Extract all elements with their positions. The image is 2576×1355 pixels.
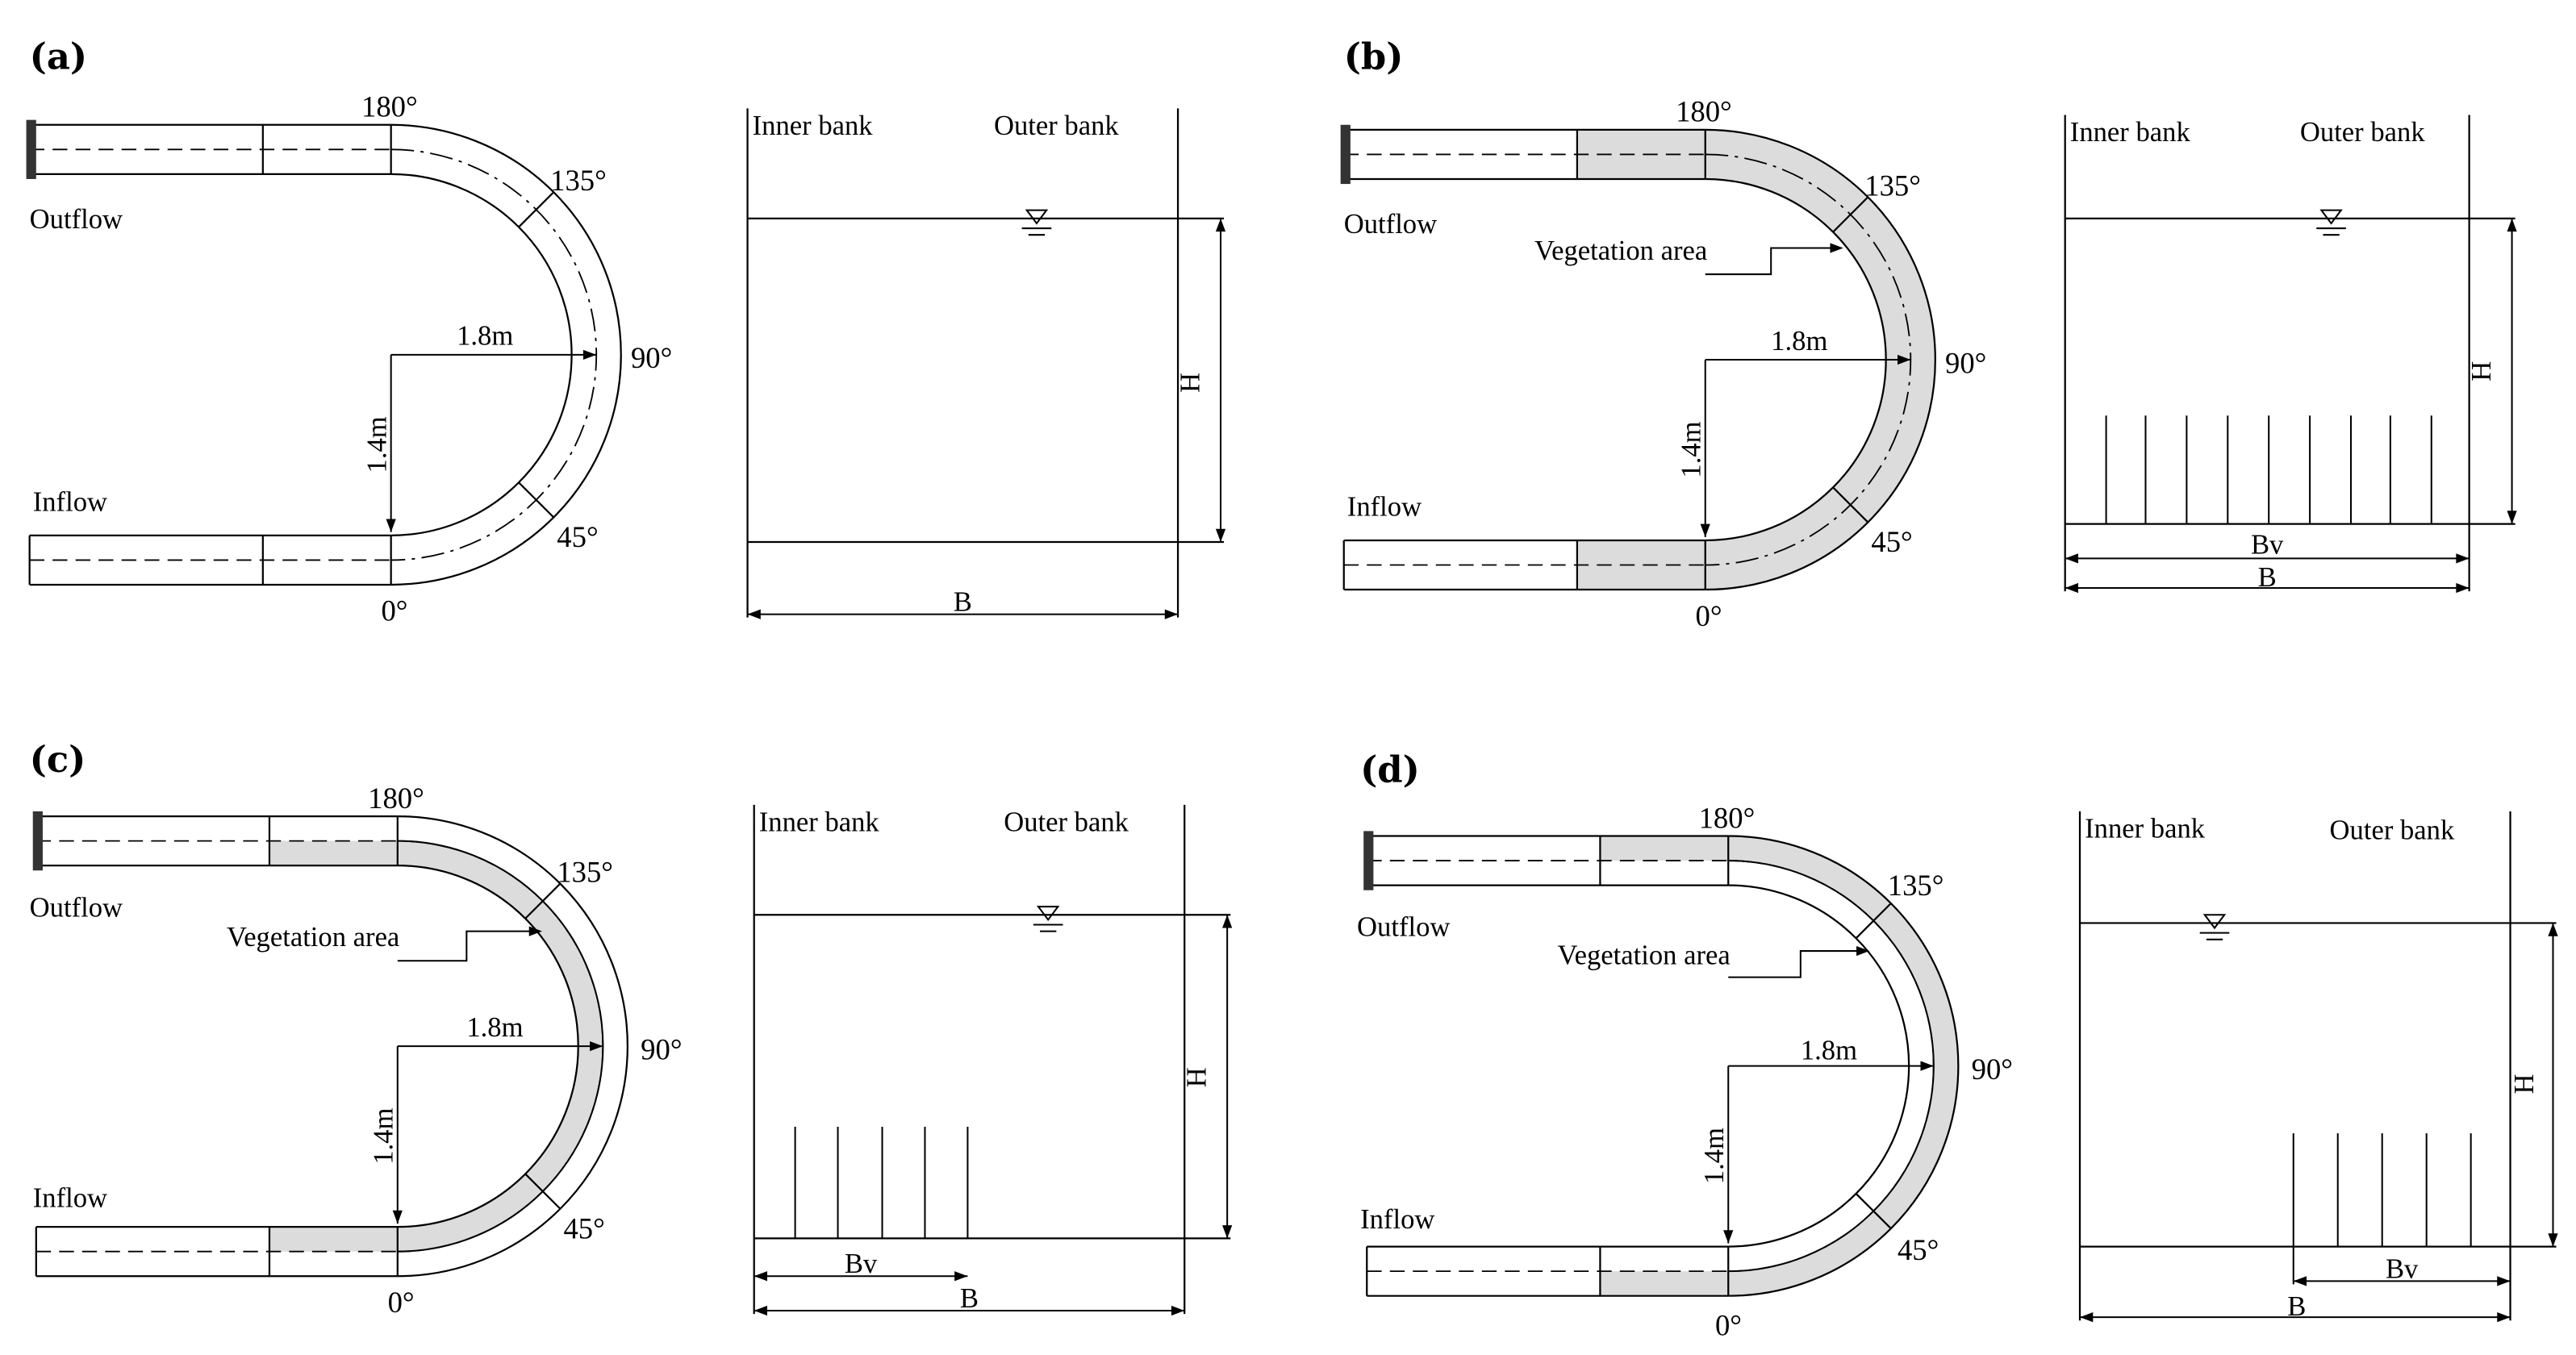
depth-label: H: [1182, 1067, 1213, 1087]
cross-section: Inner bank Outer bank H Bv B: [2064, 115, 2517, 594]
angle-180-label: 180°: [368, 782, 424, 815]
veg-width-label: Bv: [2386, 1253, 2419, 1284]
radius-horizontal-label: 1.8m: [457, 321, 513, 352]
outflow-label: Outflow: [1357, 912, 1450, 943]
angle-45-label: 45°: [1871, 525, 1912, 558]
angle-180-label: 180°: [1676, 95, 1732, 128]
panel-label: (a): [30, 35, 87, 78]
angle-45-label: 45°: [1898, 1233, 1939, 1266]
angle-0-label: 0°: [1715, 1309, 1742, 1342]
inner-bank-label: Inner bank: [2070, 117, 2191, 148]
panel-c: (c) 180° 135° 90° 45° 0° Outflow Inflow …: [30, 738, 1233, 1319]
outer-bank-label: Outer bank: [2300, 117, 2425, 148]
outer-bank-label: Outer bank: [1004, 807, 1129, 837]
angle-45-label: 45°: [557, 520, 598, 553]
angle-45-label: 45°: [563, 1211, 604, 1245]
width-label: B: [954, 587, 972, 618]
cross-section: Inner bank Outer bank H Bv B: [2078, 811, 2558, 1323]
panel-b: (b) 180° 135° 90° 45° 0° Outflow Inflow …: [1339, 35, 2517, 632]
radius-vertical-label: 1.4m: [1699, 1128, 1730, 1184]
veg-width-label: Bv: [845, 1249, 878, 1279]
angle-180-label: 180°: [361, 90, 418, 123]
angle-90-label: 90°: [631, 341, 672, 374]
radius-vertical-label: 1.4m: [362, 416, 393, 473]
inner-bank-label: Inner bank: [759, 807, 880, 837]
inflow-label: Inflow: [1347, 491, 1422, 522]
angle-135-label: 135°: [1888, 869, 1944, 902]
angle-135-label: 135°: [550, 164, 607, 197]
angle-90-label: 90°: [1945, 346, 1986, 379]
depth-label: H: [1175, 373, 1206, 393]
width-label: B: [960, 1283, 979, 1314]
panel-label: (b): [1344, 35, 1404, 78]
outflow-label: Outflow: [30, 204, 123, 235]
cross-section: Inner bank Outer bank H B: [746, 108, 1226, 619]
angle-0-label: 0°: [388, 1286, 415, 1319]
inner-bank-label: Inner bank: [753, 110, 874, 141]
outflow-label: Outflow: [1344, 209, 1437, 240]
plan-view: 180° 135° 90° 45° 0° Outflow Inflow 1.8m…: [25, 90, 672, 627]
panel-label: (c): [30, 738, 86, 781]
panel-a: (a) 180° 135° 90° 45° 0° Outflow Inflow …: [25, 35, 1226, 627]
vegetation-stems: [2292, 1133, 2472, 1285]
panel-label: (d): [1360, 748, 1420, 790]
vegetation-stems: [2105, 415, 2432, 524]
radius-vertical-label: 1.4m: [1676, 421, 1707, 477]
inflow-label: Inflow: [33, 486, 107, 517]
inflow-label: Inflow: [33, 1183, 107, 1214]
panel-d: (d) 180° 135° 90° 45° 0° Outflow Inflow …: [1357, 748, 2558, 1342]
inner-bank-label: Inner bank: [2085, 814, 2206, 844]
angle-135-label: 135°: [1864, 169, 1921, 202]
plan-view: 180° 135° 90° 45° 0° Outflow Inflow 1.8m…: [1339, 95, 1986, 632]
angle-0-label: 0°: [381, 594, 407, 627]
radius-horizontal-label: 1.8m: [466, 1012, 523, 1043]
vegetation-stems: [794, 1126, 969, 1239]
angle-180-label: 180°: [1699, 801, 1756, 834]
angle-135-label: 135°: [557, 856, 613, 889]
cross-section: Inner bank Outer bank H Bv B: [753, 804, 1233, 1316]
radius-vertical-label: 1.4m: [369, 1108, 399, 1165]
plan-view: 180° 135° 90° 45° 0° Outflow Inflow 1.8m…: [30, 782, 683, 1319]
angle-0-label: 0°: [1696, 599, 1722, 632]
radius-horizontal-label: 1.8m: [1771, 326, 1827, 356]
width-label: B: [2287, 1291, 2306, 1322]
radius-horizontal-label: 1.8m: [1801, 1035, 1857, 1065]
angle-90-label: 90°: [1972, 1053, 2013, 1086]
width-label: B: [2258, 562, 2277, 593]
inflow-label: Inflow: [1360, 1204, 1434, 1235]
outflow-label: Outflow: [30, 892, 123, 923]
depth-label: H: [2466, 361, 2497, 381]
plan-view: 180° 135° 90° 45° 0° Outflow Inflow 1.8m…: [1357, 801, 2013, 1341]
vegetation-label: Vegetation area: [1534, 236, 1707, 266]
angle-90-label: 90°: [641, 1032, 682, 1065]
vegetation-label: Vegetation area: [1557, 940, 1730, 970]
depth-label: H: [2509, 1074, 2540, 1094]
veg-width-label: Bv: [2251, 529, 2284, 560]
outer-bank-label: Outer bank: [994, 110, 1119, 141]
vegetation-label: Vegetation area: [227, 922, 399, 953]
outer-bank-label: Outer bank: [2330, 815, 2455, 846]
